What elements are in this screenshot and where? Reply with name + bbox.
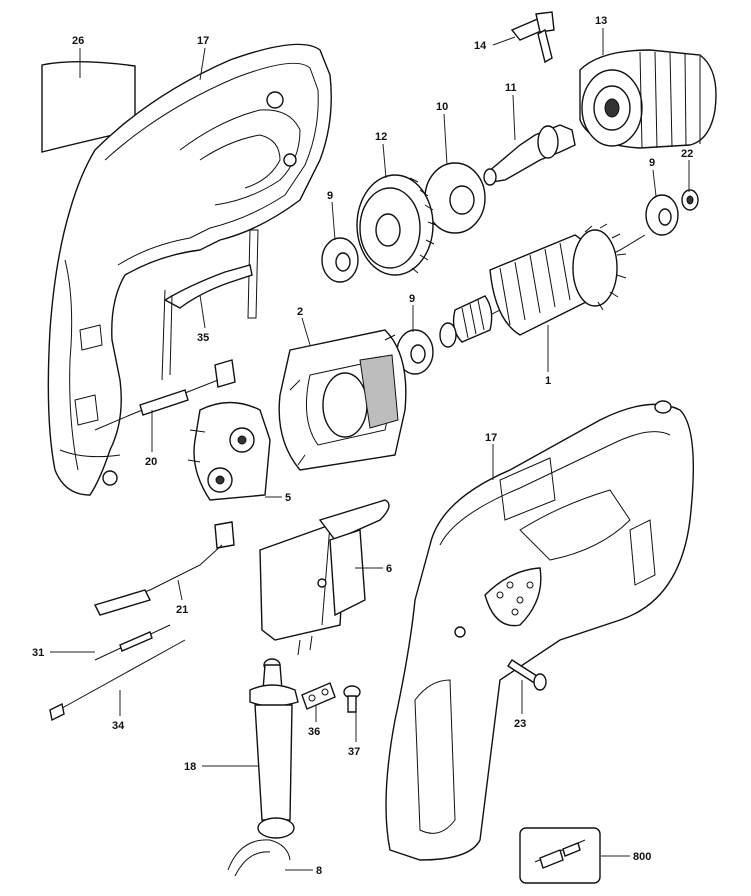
- part-21-wire-connector: [94, 521, 235, 616]
- part-2-field: [278, 329, 407, 471]
- part-9-bearing-right: [645, 194, 679, 236]
- callout-9-right: 9: [649, 157, 655, 169]
- part-8-depth-rod: [227, 839, 291, 877]
- callout-8: 8: [316, 865, 322, 877]
- part-20-lead-wire: [94, 359, 236, 431]
- callout-20: 20: [145, 456, 157, 468]
- callout-9-left: 9: [327, 190, 333, 202]
- callout-labels: 26 17 14 13 11 10 12 9 9 22 9 2 35 1 20 …: [32, 15, 693, 877]
- callout-9-center: 9: [409, 293, 415, 305]
- callout-17-left: 17: [197, 35, 209, 47]
- callout-35: 35: [197, 332, 209, 344]
- part-800-inset: [519, 827, 601, 884]
- callout-26: 26: [72, 35, 84, 47]
- part-12-gear: [356, 174, 437, 276]
- callout-18: 18: [184, 761, 196, 773]
- part-34-wire-lead: [49, 639, 186, 722]
- part-1-armature: [439, 223, 646, 348]
- callout-10: 10: [436, 101, 448, 113]
- part-37-screw: [343, 685, 361, 713]
- leader-lines: [50, 28, 690, 871]
- callout-800: 800: [633, 851, 651, 863]
- callout-23: 23: [514, 718, 526, 730]
- part-6-switch: [259, 499, 390, 656]
- part-18-side-handle: [249, 658, 299, 839]
- callout-22: 22: [681, 148, 693, 160]
- part-36-clamp: [301, 682, 336, 710]
- part-9-bearing-center: [396, 329, 434, 375]
- part-35-switch-linkage: [161, 229, 259, 381]
- callout-21: 21: [176, 604, 188, 616]
- callout-1: 1: [545, 375, 551, 387]
- callout-31: 31: [32, 647, 44, 659]
- callout-11: 11: [505, 82, 517, 94]
- part-17-housing-assembled: [385, 400, 695, 861]
- part-11-spindle: [483, 124, 576, 186]
- part-23-screw: [507, 659, 547, 691]
- callout-2: 2: [297, 306, 303, 318]
- part-13-chuck: [579, 49, 717, 149]
- part-5-brush-holder: [187, 401, 271, 501]
- part-17-housing-half-left: [47, 43, 332, 496]
- callout-34: 34: [112, 720, 125, 732]
- part-10-bearing: [424, 162, 486, 234]
- callout-12: 12: [375, 131, 387, 143]
- callout-13: 13: [595, 15, 607, 27]
- part-9-bearing-left: [321, 237, 359, 283]
- callout-14: 14: [474, 40, 487, 52]
- callout-36: 36: [308, 726, 320, 738]
- part-22-washer: [681, 189, 699, 211]
- callout-37: 37: [348, 746, 360, 758]
- callout-6: 6: [386, 563, 392, 575]
- part-14-chuck-key: [510, 11, 555, 64]
- callout-5: 5: [285, 492, 291, 504]
- part-31-terminal-wire: [94, 624, 171, 661]
- callout-17-right: 17: [485, 432, 497, 444]
